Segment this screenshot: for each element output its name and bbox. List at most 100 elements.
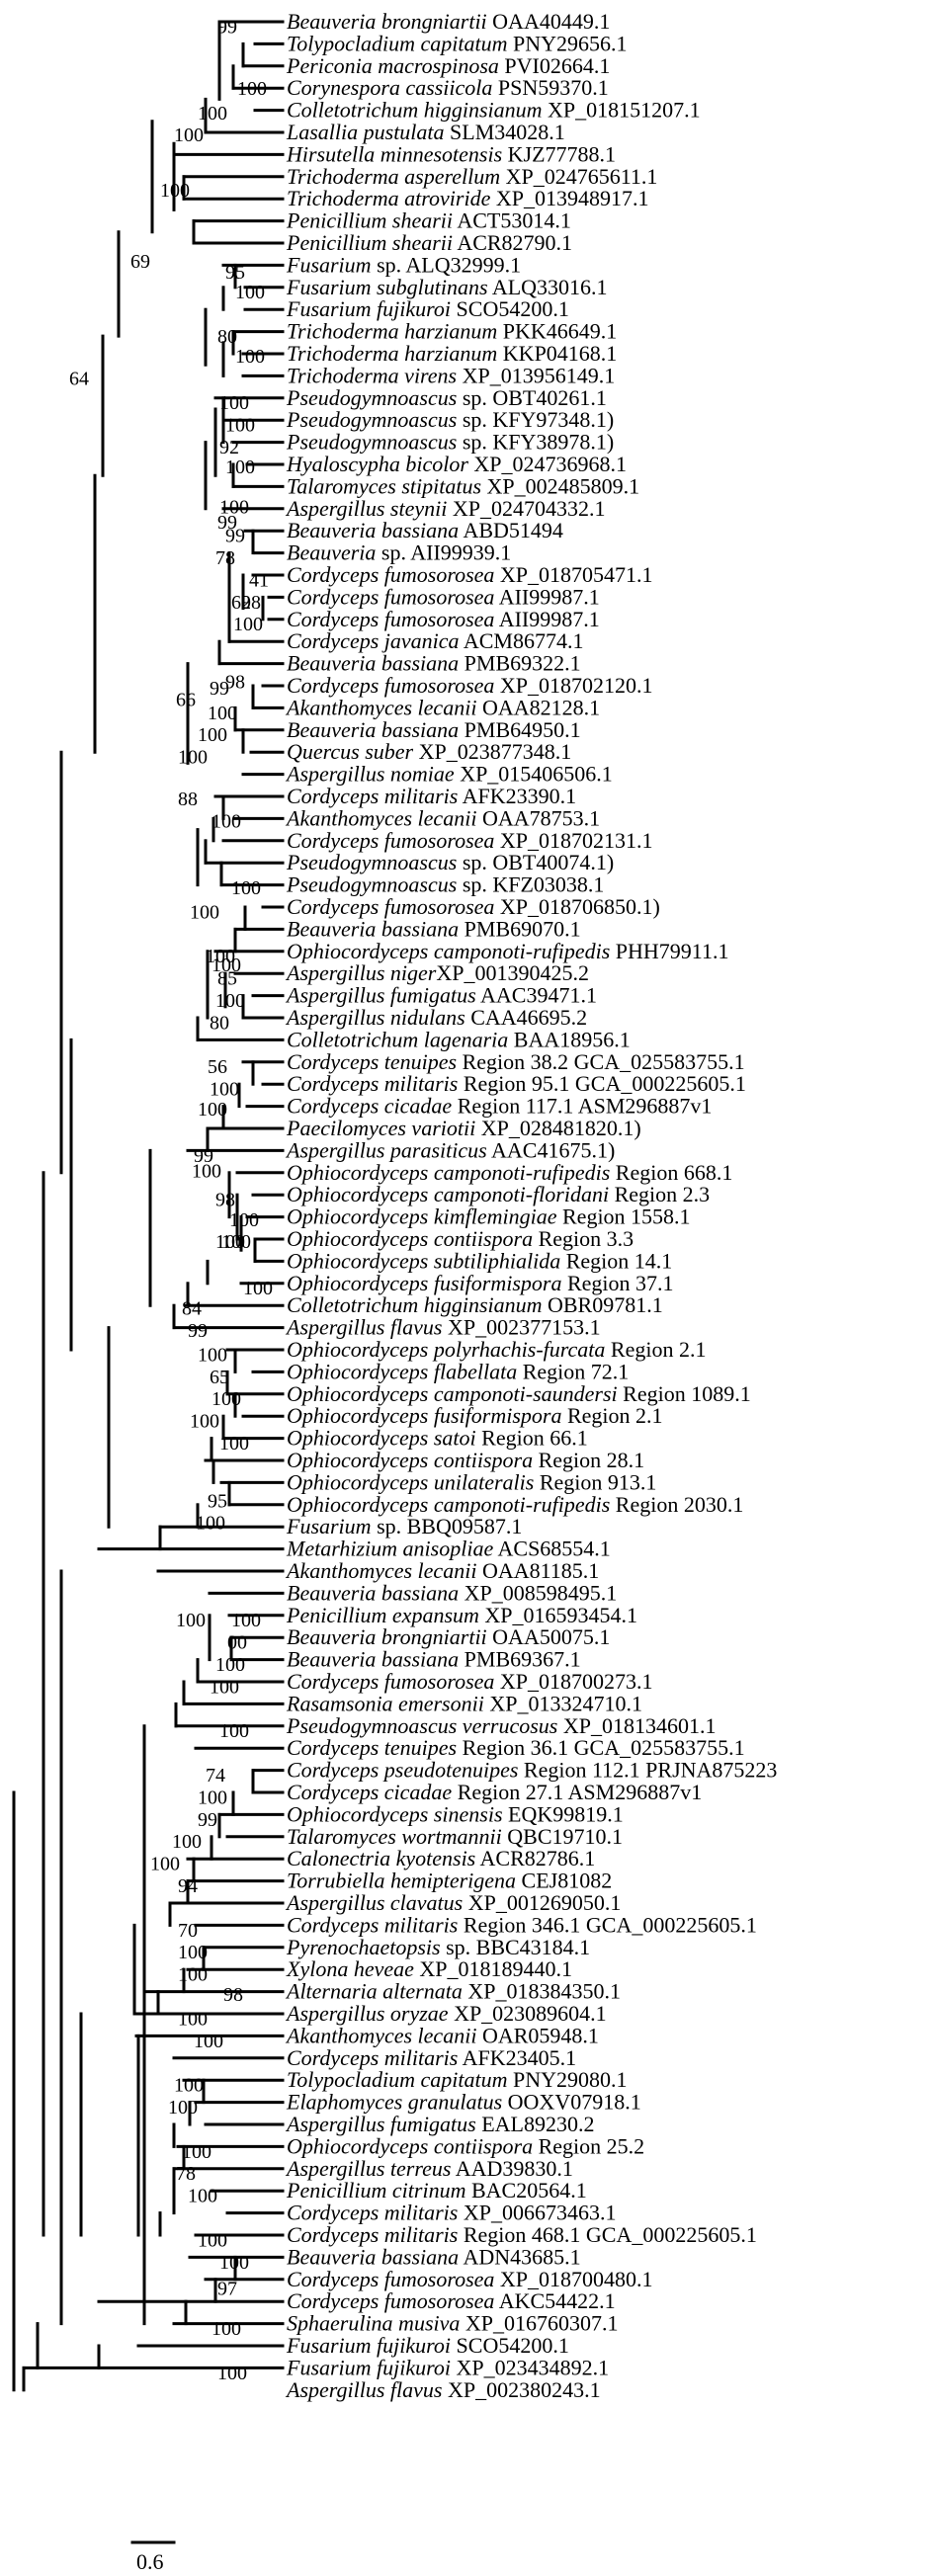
taxon-species: Ophiocordyceps camponoti-rufipedis xyxy=(287,1492,610,1517)
taxon-species: Cordyceps fumosorosea xyxy=(287,607,494,631)
support-value: 100 xyxy=(211,955,241,976)
taxon-species: Pyrenochaetopsis xyxy=(286,1935,441,1959)
support-value: 100 xyxy=(217,2363,247,2384)
taxon-label: Beauveria bassiana PMB69070.1 xyxy=(287,916,581,941)
support-value: 100 xyxy=(225,457,255,478)
taxon-label: Ophiocordyceps contiispora Region 25.2 xyxy=(287,2133,644,2158)
taxon-accession: ACR82790.1 xyxy=(453,230,572,255)
taxon-label: Cordyceps fumosorosea AII99987.1 xyxy=(287,607,600,631)
support-value: 100 xyxy=(198,724,227,746)
taxon-species: Tolypocladium capitatum xyxy=(287,2067,507,2092)
taxon-label: Trichoderma harzianum PKK46649.1 xyxy=(287,319,617,344)
support-value: 100 xyxy=(215,1231,245,1253)
taxon-label: Fusarium sp. ALQ32999.1 xyxy=(286,252,521,277)
taxon-label: Beauveria bassiana ABD51494 xyxy=(287,518,563,542)
taxon-accession: ADN43685.1 xyxy=(459,2244,580,2269)
taxon-species: Rasamsonia emersonii xyxy=(286,1691,484,1715)
taxon-species: Paecilomyces variotii xyxy=(286,1116,475,1140)
taxon-accession: KJZ77788.1 xyxy=(502,141,616,166)
taxon-label: Lasallia pustulata SLM34028.1 xyxy=(286,120,565,144)
taxon-accession: Region 72.1 xyxy=(517,1359,629,1383)
taxon-accession: EAL89230.2 xyxy=(476,2112,595,2136)
taxon-accession: Region 2.1 xyxy=(605,1337,706,1362)
taxon-accession: XP_002485809.1 xyxy=(481,473,639,498)
taxon-species: Cordyceps tenuipes xyxy=(287,1049,457,1074)
support-value: 99 xyxy=(217,512,237,534)
taxon-label: Ophiocordyceps satoi Region 66.1 xyxy=(287,1426,588,1451)
taxon-species: Fusarium xyxy=(286,1514,372,1538)
taxon-accession: Region 14.1 xyxy=(560,1248,672,1273)
support-value: 100 xyxy=(192,1161,221,1183)
taxon-label: Cordyceps fumosorosea XP_018705471.1 xyxy=(287,562,653,587)
taxon-accession: Region 468.1 GCA_000225605.1 xyxy=(458,2222,757,2247)
taxon-species: Colletotrichum higginsianum xyxy=(287,98,543,123)
taxon-accession: AFK23405.1 xyxy=(458,2045,576,2070)
support-value: 100 xyxy=(219,2252,249,2274)
support-value: 65 xyxy=(210,1367,229,1388)
support-value: 100 xyxy=(215,1654,245,1676)
taxon-species: Aspergillus niger xyxy=(285,960,437,985)
taxon-label: Beauveria bassiana PMB69367.1 xyxy=(287,1647,581,1672)
taxon-accession: sp. OBT40074.1) xyxy=(457,850,614,874)
taxon-species: Cordyceps fumosorosea xyxy=(287,2267,494,2291)
taxon-species: Cordyceps militaris xyxy=(287,2045,458,2070)
taxon-label: Tolypocladium capitatum PNY29656.1 xyxy=(287,31,627,55)
taxon-label: Aspergillus terreus AAD39830.1 xyxy=(285,2156,573,2181)
taxon-label: Ophiocordyceps camponoti-rufipedis Regio… xyxy=(287,1492,743,1517)
taxon-accession: Region 112.1 PRJNA875223 xyxy=(518,1758,777,1783)
support-value: 94 xyxy=(178,1875,198,1897)
taxon-accession: XP_001390425.2 xyxy=(436,960,589,985)
taxon-species: Beauveria brongniartii xyxy=(287,9,487,34)
taxon-accession: ACM86774.1 xyxy=(460,628,584,653)
taxon-accession: Region 346.1 GCA_000225605.1 xyxy=(458,1912,757,1937)
taxon-accession: EQK99819.1 xyxy=(503,1801,624,1826)
taxon-species: Aspergillus parasiticus xyxy=(285,1137,487,1162)
taxon-accession: sp. OBT40261.1 xyxy=(457,385,607,410)
taxon-species: Beauveria bassiana xyxy=(287,2244,459,2269)
support-values: 9910010010010069951008010064100100921001… xyxy=(69,16,273,2383)
support-value: 100 xyxy=(178,1942,208,1963)
taxon-accession: ABD51494 xyxy=(459,518,563,542)
taxon-species: Aspergillus steynii xyxy=(285,496,447,521)
taxon-species: Alternaria alternata xyxy=(285,1979,463,2004)
taxon-accession: XP_013956149.1 xyxy=(457,363,615,387)
taxon-species: Pseudogymnoascus xyxy=(286,407,457,432)
taxon-accession: XP_024704332.1 xyxy=(447,496,605,521)
taxon-label: Ophiocordyceps subtiliphialida Region 14… xyxy=(287,1248,672,1273)
taxon-species: Beauveria bassiana xyxy=(287,1580,459,1605)
taxon-label: Torrubiella hemipterigena CEJ81082 xyxy=(287,1869,612,1893)
taxon-accession: Region 117.1 ASM296887v1 xyxy=(452,1094,712,1119)
taxon-label: Cordyceps militaris AFK23405.1 xyxy=(287,2045,576,2070)
taxon-label: Ophiocordyceps fusiformispora Region 37.… xyxy=(287,1271,674,1295)
support-value: 95 xyxy=(208,1490,227,1512)
support-value: 80 xyxy=(210,1012,229,1034)
taxon-species: Ophiocordyceps flabellata xyxy=(287,1359,517,1383)
taxon-species: Cordyceps fumosorosea xyxy=(287,828,494,853)
taxon-accession: AII99987.1 xyxy=(494,607,599,631)
taxon-species: Aspergillus flavus xyxy=(285,2377,442,2402)
taxon-accession: XP_013324710.1 xyxy=(484,1691,642,1715)
taxon-accession: XP_018151207.1 xyxy=(543,98,701,123)
support-value: 92 xyxy=(219,437,239,458)
taxon-accession: SLM34028.1 xyxy=(445,120,565,144)
support-value: 100 xyxy=(190,901,219,923)
taxon-accession: Region 1089.1 xyxy=(618,1381,751,1406)
taxon-species: Trichoderma harzianum xyxy=(287,341,497,366)
taxon-label: Rasamsonia emersonii XP_013324710.1 xyxy=(286,1691,642,1715)
taxon-accession: XP_028481820.1) xyxy=(475,1116,640,1140)
taxon-accession: Region 95.1 GCA_000225605.1 xyxy=(458,1071,746,1096)
support-value: 100 xyxy=(229,1209,259,1231)
support-value: 95 xyxy=(225,262,245,284)
taxon-accession: XP_018134601.1 xyxy=(557,1713,716,1738)
taxon-label: Ophiocordyceps contiispora Region 28.1 xyxy=(287,1448,644,1472)
taxon-species: Aspergillus fumigatus xyxy=(285,983,476,1008)
support-value: 100 xyxy=(235,346,265,368)
taxon-species: Ophiocordyceps subtiliphialida xyxy=(287,1248,560,1273)
support-value: 99 xyxy=(188,1320,208,1342)
taxon-label: Cordyceps militaris Region 346.1 GCA_000… xyxy=(287,1912,757,1937)
taxon-label: Ophiocordyceps camponoti-rufipedis PHH79… xyxy=(287,939,729,963)
taxon-species: Torrubiella hemipterigena xyxy=(287,1869,516,1893)
support-value: 100 xyxy=(150,1854,180,1875)
taxon-accession: QBC19710.1 xyxy=(502,1824,623,1849)
taxon-label: Trichoderma harzianum KKP04168.1 xyxy=(287,341,617,366)
